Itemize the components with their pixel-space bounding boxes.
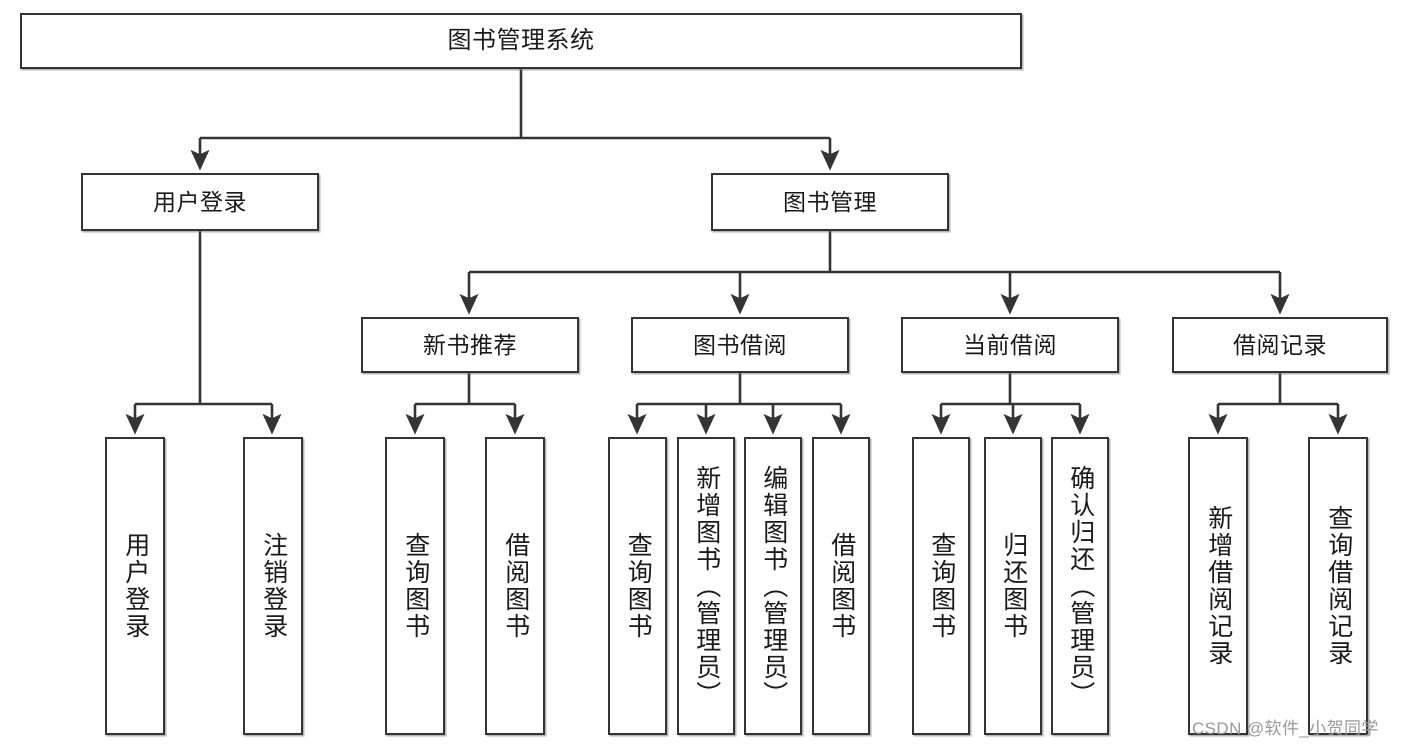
node-leaf-return-book[interactable]: 归还图书 bbox=[984, 437, 1042, 735]
node-leaf-add-book[interactable]: 新增图书（管理员） bbox=[677, 437, 735, 735]
node-label: 归还图书 bbox=[999, 532, 1028, 640]
node-label: 查询借阅记录 bbox=[1324, 505, 1353, 667]
node-book-manage[interactable]: 图书管理 bbox=[711, 173, 949, 231]
node-leaf-confirm-return[interactable]: 确认归还（管理员） bbox=[1051, 437, 1109, 735]
node-label: 编辑图书（管理员） bbox=[759, 464, 788, 708]
csdn-watermark: CSDN @软件_小贺同学 bbox=[1192, 719, 1379, 738]
node-new-book-recommend[interactable]: 新书推荐 bbox=[361, 317, 579, 373]
node-label: 用户登录 bbox=[153, 188, 247, 215]
node-label: 新书推荐 bbox=[423, 331, 517, 358]
node-leaf-user-login[interactable]: 用户登录 bbox=[105, 437, 165, 735]
node-borrow-record[interactable]: 借阅记录 bbox=[1172, 317, 1388, 373]
node-label: 注销登录 bbox=[259, 532, 288, 640]
node-label: 用户登录 bbox=[121, 532, 150, 640]
node-label: 当前借阅 bbox=[963, 331, 1057, 358]
node-leaf-query-book-1[interactable]: 查询图书 bbox=[385, 437, 445, 735]
node-label: 查询图书 bbox=[624, 532, 653, 640]
node-leaf-query-book-3[interactable]: 查询图书 bbox=[912, 437, 970, 735]
node-label: 借阅图书 bbox=[501, 532, 530, 640]
node-label: 图书管理 bbox=[783, 188, 877, 215]
node-leaf-edit-book[interactable]: 编辑图书（管理员） bbox=[744, 437, 802, 735]
node-label: 确认归还（管理员） bbox=[1066, 464, 1095, 708]
node-label: 新增借阅记录 bbox=[1204, 505, 1233, 667]
node-leaf-borrow-book-2[interactable]: 借阅图书 bbox=[812, 437, 870, 735]
node-book-borrow[interactable]: 图书借阅 bbox=[631, 317, 849, 373]
node-leaf-user-logout[interactable]: 注销登录 bbox=[243, 437, 303, 735]
node-leaf-add-record[interactable]: 新增借阅记录 bbox=[1188, 437, 1248, 735]
node-label: 借阅记录 bbox=[1233, 331, 1327, 358]
node-leaf-query-record[interactable]: 查询借阅记录 bbox=[1308, 437, 1368, 735]
node-label: 借阅图书 bbox=[827, 532, 856, 640]
node-label: 新增图书（管理员） bbox=[692, 464, 721, 708]
node-label: 图书管理系统 bbox=[447, 27, 595, 55]
node-user-login[interactable]: 用户登录 bbox=[81, 173, 319, 231]
node-current-borrow[interactable]: 当前借阅 bbox=[901, 317, 1119, 373]
node-label: 查询图书 bbox=[927, 532, 956, 640]
node-label: 图书借阅 bbox=[693, 331, 787, 358]
node-root-system[interactable]: 图书管理系统 bbox=[20, 13, 1022, 69]
node-label: 查询图书 bbox=[401, 532, 430, 640]
node-leaf-borrow-book-1[interactable]: 借阅图书 bbox=[485, 437, 545, 735]
node-leaf-query-book-2[interactable]: 查询图书 bbox=[608, 437, 667, 735]
